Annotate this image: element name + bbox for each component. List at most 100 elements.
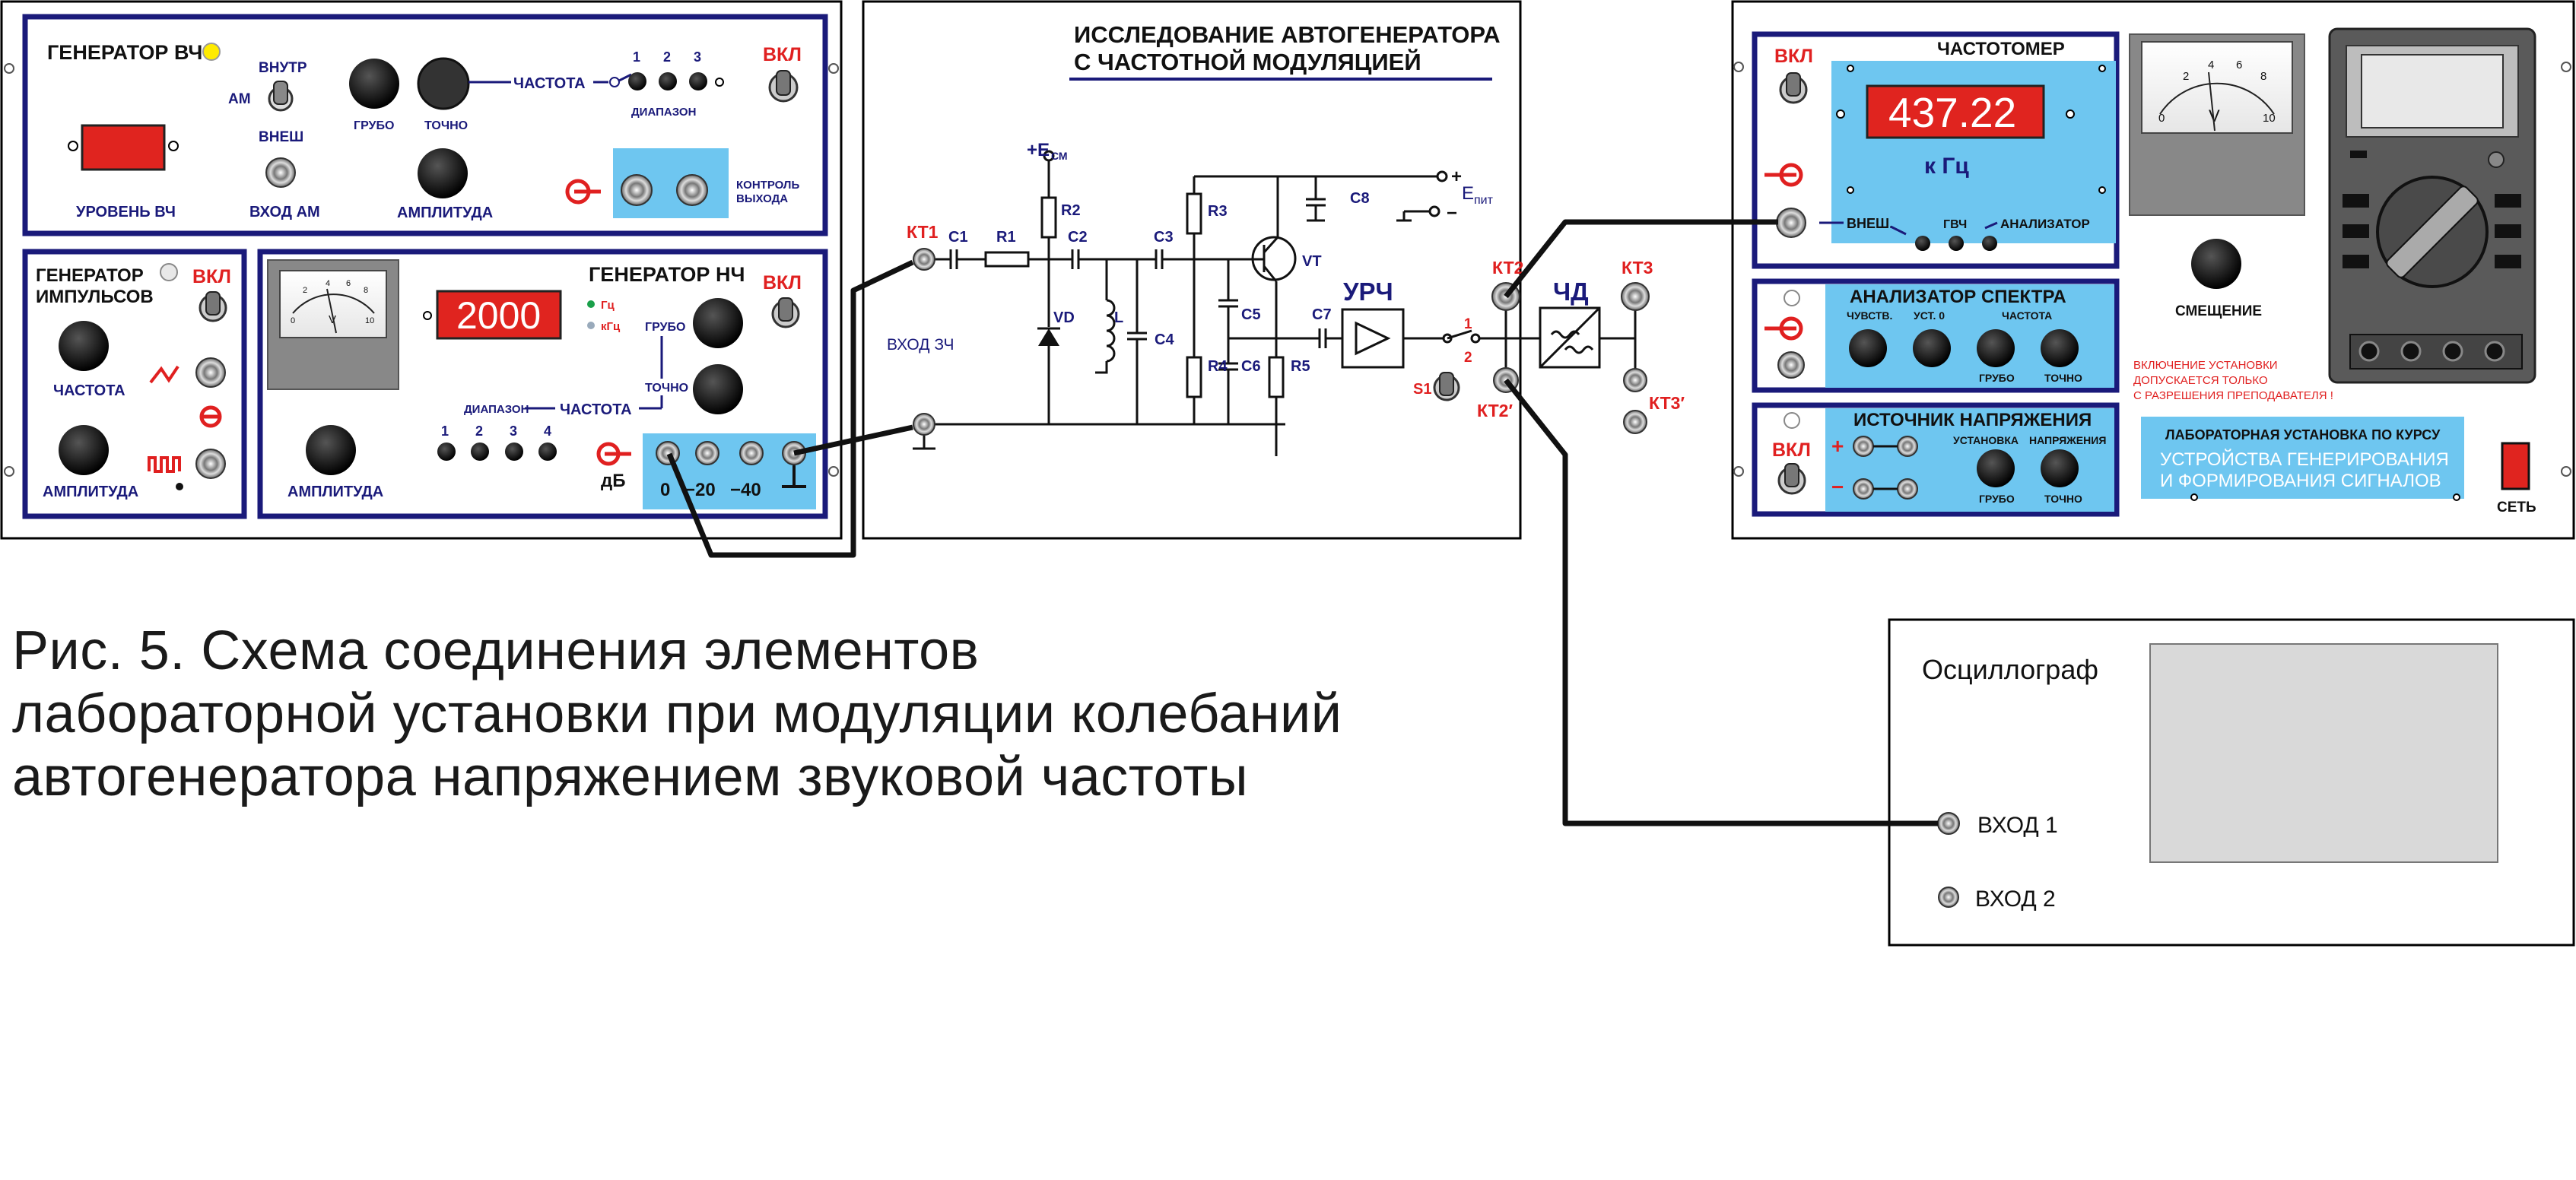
lf-unit-khz: кГц [601, 320, 621, 333]
lf-meter-tick-2: 2 [303, 286, 307, 295]
lf-range-button-4[interactable] [538, 442, 557, 461]
power-plus-jack-1[interactable] [1853, 436, 1874, 457]
lf-range-button-1[interactable] [437, 442, 456, 461]
rf-level-label: УРОВЕНЬ ВЧ [76, 204, 176, 220]
pulse-output-jack[interactable] [195, 449, 226, 479]
lf-meter-unit: V [329, 313, 336, 326]
kt3-jack[interactable] [1621, 282, 1650, 311]
caption-line-3: автогенератора напряжением звуковой част… [12, 747, 1249, 807]
mains-switch[interactable] [2501, 442, 2530, 490]
rf-coarse-knob[interactable] [349, 59, 399, 109]
vm-tick-8: 8 [2260, 70, 2266, 83]
lf-meter-tick-6: 6 [346, 279, 351, 288]
rf-am-input-jack[interactable] [265, 157, 296, 188]
oscilloscope-input2-jack[interactable] [1938, 887, 1959, 908]
power-coarse-knob[interactable] [1977, 449, 2015, 487]
pulse-power-toggle[interactable] [199, 291, 227, 322]
pulse-wave-icon [148, 456, 181, 473]
lab-sub-2: И ФОРМИРОВАНИЯ СИГНАЛОВ [2160, 471, 2441, 491]
multimeter-jack-2[interactable] [2400, 341, 2422, 362]
counter-input-jack[interactable] [1776, 208, 1806, 238]
pulse-amplitude-knob[interactable] [59, 425, 109, 475]
c5-label: С5 [1241, 306, 1261, 323]
rf-power-toggle[interactable] [768, 70, 799, 103]
spectrum-zero-label: УСТ. 0 [1914, 309, 1945, 322]
spectrum-sensitivity-knob[interactable] [1849, 329, 1887, 367]
spectrum-sensitivity-label: ЧУВСТВ. [1847, 309, 1892, 322]
power-fine-knob[interactable] [2041, 449, 2079, 487]
kt3p-jack[interactable] [1623, 368, 1647, 392]
pulse-generator-block: ГЕНЕРАТОР ИМПУЛЬСОВ ВКЛ ЧАСТОТА АМПЛИТУД… [22, 249, 247, 519]
chd-label: ЧД [1553, 278, 1589, 306]
spectrum-coarse-knob[interactable] [1977, 329, 2015, 367]
supply-label: +Е [1027, 140, 1050, 160]
lf-range-button-2[interactable] [471, 442, 489, 461]
rf-fine-knob[interactable] [417, 57, 470, 110]
spectrum-fine-knob[interactable] [2041, 329, 2079, 367]
caption-line-2: лабораторной установки при модуляции кол… [12, 684, 1342, 744]
power-plus-jack-2[interactable] [1897, 436, 1918, 457]
pulse-frequency-knob[interactable] [59, 321, 109, 371]
vm-tick-10: 10 [2263, 112, 2276, 125]
lf-meter-needle [326, 288, 337, 334]
pulse-triangle-jack[interactable] [195, 357, 226, 388]
spectrum-title: АНАЛИЗАТОР СПЕКТРА [1850, 287, 2066, 307]
ground-symbol [782, 465, 806, 488]
rf-range-button-2[interactable] [659, 72, 677, 90]
kt2-label: КТ2 [1492, 258, 1523, 278]
rf-range-button-3[interactable] [689, 72, 707, 90]
lf-range-pos-4: 4 [544, 423, 551, 439]
rf-range-label: ДИАПАЗОН [631, 106, 696, 119]
rf-output-jack-2[interactable] [676, 174, 708, 206]
lf-attenuator-jack-0[interactable] [656, 441, 680, 465]
kt3p-ground-jack[interactable] [1623, 410, 1647, 434]
kt1-jack[interactable] [913, 248, 935, 271]
counter-select-analyzer[interactable] [1982, 236, 1997, 251]
lf-power-toggle[interactable] [771, 297, 800, 328]
oscilloscope-screen [2149, 643, 2498, 863]
rf-ext-label: ВНЕШ [259, 129, 303, 145]
counter-power-label: ВКЛ [1774, 46, 1813, 67]
rf-range-button-1[interactable] [628, 72, 646, 90]
rf-output-jack-1[interactable] [621, 174, 653, 206]
rf-fine-label: ТОЧНО [424, 119, 468, 132]
power-source-toggle[interactable] [1777, 463, 1806, 495]
r5-label: R5 [1291, 358, 1310, 375]
lab-sub-1: УСТРОЙСТВА ГЕНЕРИРОВАНИЯ [2160, 449, 2449, 470]
power-minus-jack-1[interactable] [1853, 478, 1874, 500]
counter-select-ext[interactable] [1915, 236, 1930, 251]
spectrum-input-jack[interactable] [1777, 351, 1805, 379]
left-panel: ГЕНЕРАТОР ВЧ УРОВЕНЬ ВЧ ВНУТР АМ ВНЕШ ВХ… [0, 0, 843, 540]
spectrum-zero-knob[interactable] [1913, 329, 1951, 367]
vm-tick-6: 6 [2236, 59, 2242, 71]
counter-select-gvch[interactable] [1949, 236, 1964, 251]
rf-amplitude-label: АМПЛИТУДА [397, 205, 493, 221]
oscilloscope-input1-jack[interactable] [1937, 812, 1960, 835]
multimeter-jack-4[interactable] [2484, 341, 2505, 362]
rf-amplitude-knob[interactable] [418, 148, 468, 198]
rf-generator-block: ГЕНЕРАТОР ВЧ УРОВЕНЬ ВЧ ВНУТР АМ ВНЕШ ВХ… [22, 14, 828, 236]
s1-toggle[interactable] [1433, 372, 1460, 401]
lf-attenuator-jack-20[interactable] [695, 441, 719, 465]
frequency-counter-block: ЧАСТОТОМЕР ВКЛ 437.22 к Гц ВНЕШ. ГВЧ АНА… [1752, 31, 2120, 269]
lf-fine-label: ТОЧНО [645, 382, 688, 395]
r4-label: R4 [1208, 358, 1228, 375]
audio-ground-jack[interactable] [913, 413, 935, 436]
center-title-1: ИССЛЕДОВАНИЕ АВТОГЕНЕРАТОРА [1074, 21, 1501, 48]
power-minus-jack-2[interactable] [1897, 478, 1918, 500]
kt3p-label: КТ3′ [1649, 393, 1685, 413]
power-coarse-label: ГРУБО [1979, 493, 2015, 505]
power-source-plus: + [1831, 434, 1844, 458]
lf-coarse-knob[interactable] [693, 298, 743, 348]
bias-knob[interactable] [2191, 239, 2241, 289]
pulse-power-label: ВКЛ [192, 266, 231, 287]
lf-fine-knob[interactable] [693, 364, 743, 414]
counter-power-toggle[interactable] [1779, 72, 1808, 104]
rf-am-toggle[interactable] [268, 81, 294, 112]
multimeter-jack-1[interactable] [2358, 341, 2380, 362]
multimeter-jack-3[interactable] [2442, 341, 2463, 362]
lf-range-button-3[interactable] [505, 442, 523, 461]
c7-label: С7 [1312, 306, 1332, 323]
lf-amplitude-knob[interactable] [306, 425, 356, 475]
lf-attenuator-jack-40[interactable] [739, 441, 764, 465]
